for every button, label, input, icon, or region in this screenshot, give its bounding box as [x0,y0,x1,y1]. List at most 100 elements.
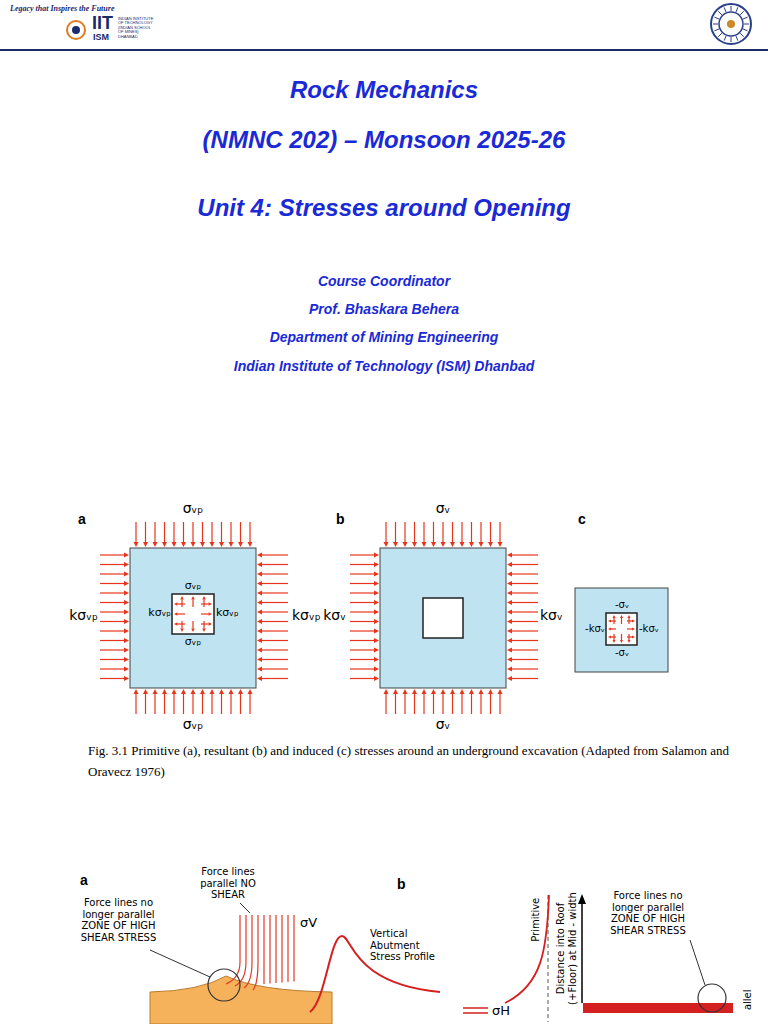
arrowhead [393,542,398,547]
stress-arrow [100,630,124,631]
arrowhead [124,667,129,672]
emblem-ray [743,17,748,19]
stress-label: σᵥₚ [163,716,223,732]
stress-arrow [461,522,462,542]
arrowhead [460,542,465,547]
stress-label: kσᵥₚ [50,607,98,623]
logo-text: IIT [92,14,113,32]
stress-arrow [100,611,124,612]
line-label: Primitive [530,890,542,950]
stress-arrow [512,602,538,603]
rock-block [380,548,506,688]
force-line [253,915,258,990]
callout-label: Force lines no longer parallel ZONE OF H… [70,897,167,943]
stress-panel: -σᵥ-kσᵥ-kσᵥ-σᵥ [575,588,668,672]
stress-arrow [404,522,405,542]
arrowhead [507,667,512,672]
rock-pillar [150,976,332,1024]
emblem-ray [731,6,732,11]
stress-arrow [230,522,231,542]
arrowhead [628,640,631,643]
stress-label: -kσᵥ [575,623,605,635]
stress-arrow [262,659,288,660]
arrowhead [209,622,213,626]
panel-letter: c [578,511,586,527]
stress-arrow [100,640,124,641]
force-line [281,915,282,983]
stress-arrow [100,678,124,679]
arrowhead [229,542,234,547]
arrowhead [257,676,262,681]
arrowhead [248,542,253,547]
stress-arrow [471,694,472,714]
stress-arrow [350,611,374,612]
rock-block [130,548,256,688]
stress-arrow [404,694,405,714]
arrowhead [180,629,184,633]
axis-arrowhead [578,894,586,904]
arrowhead [374,629,379,634]
stress-arrow [164,694,165,714]
stress-arrow [423,694,424,714]
stress-line [463,1012,488,1014]
emblem-ray [731,37,732,42]
stress-arrow [433,522,434,542]
stress-arrow [201,623,209,624]
stress-arrow [512,649,538,650]
logo-text: ISM [93,33,109,42]
arrowhead [238,542,243,547]
stress-arrow [262,554,288,555]
arrowhead [374,610,379,615]
stress-arrow [442,694,443,714]
stress-arrow [350,621,374,622]
panel-letter: b [336,511,345,527]
arrowhead [608,620,611,623]
leader-line [150,950,210,977]
arrowhead [162,689,167,694]
stress-label: kσᵥ [300,607,346,623]
callout-label: Force lines no longer parallel ZONE OF H… [600,890,696,936]
arrowhead [507,629,512,634]
arrowhead [431,542,436,547]
stress-arrow [512,583,538,584]
arrowhead [488,542,493,547]
stress-label: σᵥ [413,500,473,516]
arrowhead [507,581,512,586]
axis-line [581,902,583,1003]
arrowhead [632,628,635,631]
arrowhead [507,610,512,615]
stress-arrow [442,522,443,542]
arrowhead [181,542,186,547]
emblem-ray [724,7,726,12]
force-line [263,915,264,984]
arrowhead [632,620,635,623]
stress-label: kσᵥₚ [216,607,239,620]
stress-arrow [262,621,288,622]
arrowhead [374,572,379,577]
stress-arrow [100,583,124,584]
arrowhead [374,591,379,596]
stress-arrow [262,668,288,669]
stress-arrow [201,603,209,604]
arrowhead [143,689,148,694]
stress-label: kσᵥₚ [292,607,321,623]
arrowhead [412,542,417,547]
arrowhead [174,622,178,626]
callout-label: allel [742,983,754,1017]
stress-arrow [512,640,538,641]
arrowhead [422,689,427,694]
stress-arrow [480,522,481,542]
stress-arrow [452,522,453,542]
stress-arrow [240,522,241,542]
arrowhead [384,689,389,694]
stress-arrow [135,522,136,542]
shear-zone-circle [698,984,726,1012]
arrowhead [507,638,512,643]
axis-label: Distance into Roof (+Floor) at Mid - wid… [555,883,578,1013]
arrowhead [209,612,213,616]
force-line [293,915,294,982]
arrowhead [257,638,262,643]
arrowhead [498,542,503,547]
stress-arrow [192,522,193,542]
